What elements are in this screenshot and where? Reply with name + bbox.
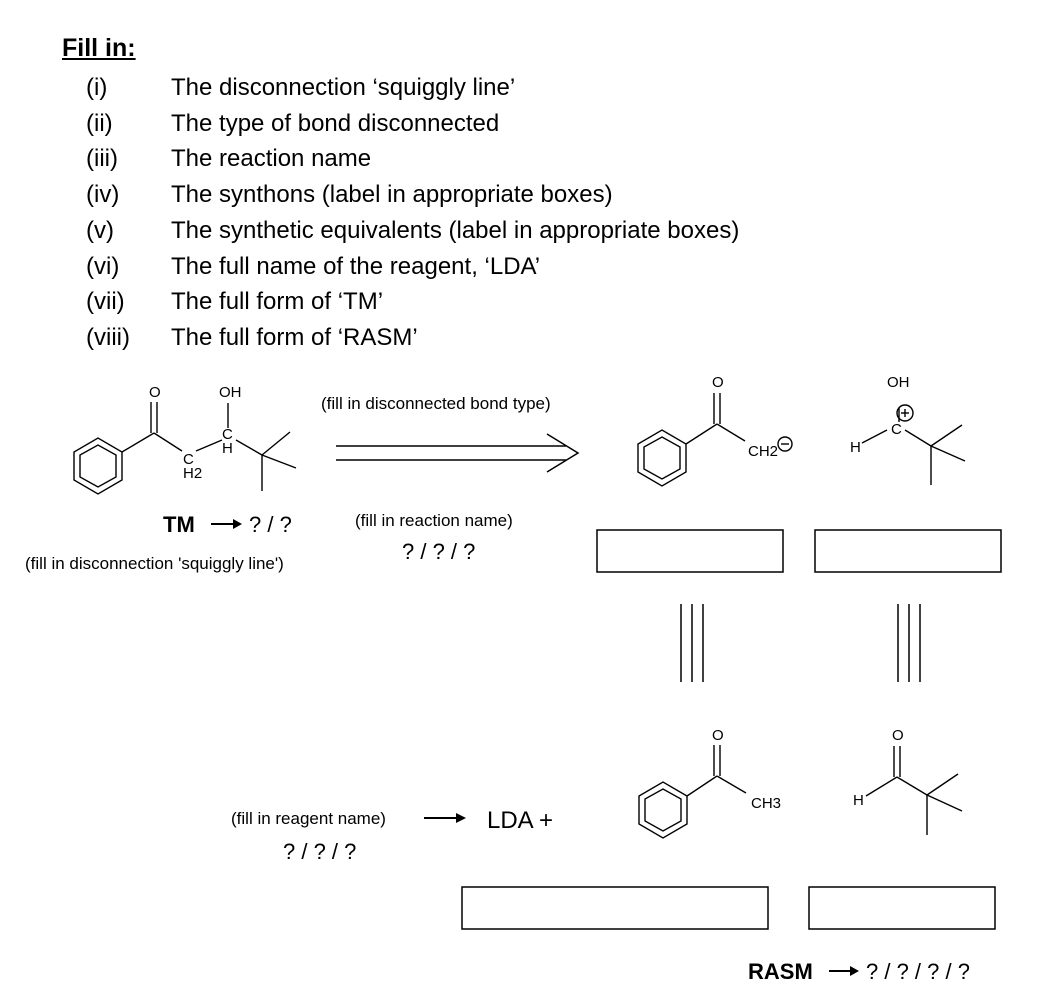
- instruction-item: (iv) The synthons (label in appropriate b…: [86, 177, 739, 213]
- bond: [235, 439, 263, 456]
- ch3-label: CH3: [751, 795, 781, 812]
- item-number: (i): [86, 74, 108, 101]
- item-number: (iv): [86, 181, 120, 209]
- item-number: (vii): [86, 288, 125, 316]
- bond: [261, 454, 297, 469]
- item-number: (ii): [86, 109, 113, 137]
- rasm-label: RASM: [748, 959, 813, 984]
- ketone-equivalent: O CH3: [638, 727, 781, 839]
- carbon-label: C: [222, 426, 233, 443]
- benzene-inner-ring: [644, 788, 682, 832]
- negative-charge: [777, 436, 793, 452]
- benzene-ring: [638, 781, 688, 839]
- hydrogen-label: H: [850, 439, 861, 456]
- item-text: The full form of ‘TM’: [171, 288, 384, 316]
- bond: [121, 432, 155, 453]
- instruction-item: (vii) The full form of ‘TM’: [86, 284, 739, 320]
- item-text: The full form of ‘RASM’: [171, 323, 418, 351]
- hydroxyl-label: OH: [887, 374, 910, 391]
- item-number: (iii): [86, 145, 118, 173]
- hydroxyl-label: OH: [219, 384, 242, 401]
- benzene-inner-ring: [643, 436, 681, 480]
- instruction-item: (vi) The full name of the reagent, ‘LDA’: [86, 249, 739, 285]
- benzene-inner-ring: [79, 444, 117, 488]
- positive-charge: [896, 404, 914, 422]
- bond: [195, 439, 223, 452]
- bond: [153, 432, 183, 452]
- item-number: (v): [86, 216, 114, 244]
- instruction-item: (ii) The type of bond disconnected: [86, 106, 739, 142]
- instruction-item: (v) The synthetic equivalents (label in a…: [86, 213, 739, 249]
- aldehyde-equivalent: O H: [853, 727, 963, 835]
- item-text: The type of bond disconnected: [171, 109, 500, 137]
- equivalent-box-ketone[interactable]: [461, 886, 769, 930]
- equivalence-symbol: [897, 604, 921, 682]
- benzene-ring: [637, 429, 687, 487]
- target-molecule: O OH C H2 C H: [73, 384, 297, 495]
- item-text: The reaction name: [171, 145, 372, 173]
- hydrogen-label: H: [853, 792, 864, 809]
- instruction-item: (i) The disconnection ‘squiggly line’: [86, 70, 739, 106]
- reagent-answer: ? / ? / ?: [283, 839, 356, 864]
- hydrogen-label: H: [222, 440, 233, 457]
- reagent-prompt: (fill in reagent name): [231, 809, 386, 828]
- oxygen-label: O: [712, 374, 724, 391]
- equivalence-symbol: [680, 604, 704, 682]
- retrosynthesis-arrow: [336, 433, 580, 473]
- benzene-ring: [73, 437, 123, 495]
- arrow-head: [850, 966, 859, 976]
- equivalent-box-aldehyde[interactable]: [808, 886, 996, 930]
- synthon-box-enolate[interactable]: [596, 529, 784, 573]
- reaction-name-prompt: (fill in reaction name): [355, 511, 513, 530]
- arrow-head: [233, 519, 242, 529]
- carbon-label: C: [183, 451, 194, 468]
- oxygen-label: O: [712, 727, 724, 744]
- item-text: The synthetic equivalents (label in appr…: [171, 216, 740, 244]
- rasm-answer: ? / ? / ? / ?: [866, 959, 970, 984]
- cation-synthon: OH H C: [850, 374, 966, 485]
- h2-label: H2: [183, 465, 202, 482]
- instruction-item: (iii) The reaction name: [86, 141, 739, 177]
- item-text: The synthons (label in appropriate boxes…: [171, 181, 613, 209]
- bond: [261, 431, 291, 456]
- oxygen-label: O: [892, 727, 904, 744]
- synthon-box-cation[interactable]: [814, 529, 1002, 573]
- item-text: The disconnection ‘squiggly line’: [171, 74, 516, 101]
- arrow-head: [456, 813, 466, 823]
- item-text: The full name of the reagent, ‘LDA’: [171, 252, 541, 280]
- instructions-heading: Fill in:: [62, 34, 136, 62]
- instruction-list: (i) The disconnection ‘squiggly line’ (ii…: [86, 70, 739, 356]
- squiggly-prompt: (fill in disconnection 'squiggly line'): [25, 554, 284, 573]
- ch2-label: CH2: [748, 443, 778, 460]
- carbon-label: C: [891, 421, 902, 438]
- oxygen-label: O: [149, 384, 161, 401]
- tm-label: TM: [163, 512, 195, 537]
- instruction-item: (viii) The full form of ‘RASM’: [86, 320, 739, 356]
- bond-type-prompt: (fill in disconnected bond type): [321, 394, 551, 413]
- reaction-name-answer: ? / ? / ?: [402, 539, 475, 564]
- enolate-synthon: O CH2: [637, 374, 793, 487]
- item-number: (vi): [86, 252, 120, 280]
- lda-label: LDA +: [487, 807, 553, 834]
- tm-answer: ? / ?: [249, 512, 292, 537]
- item-number: (viii): [86, 323, 130, 351]
